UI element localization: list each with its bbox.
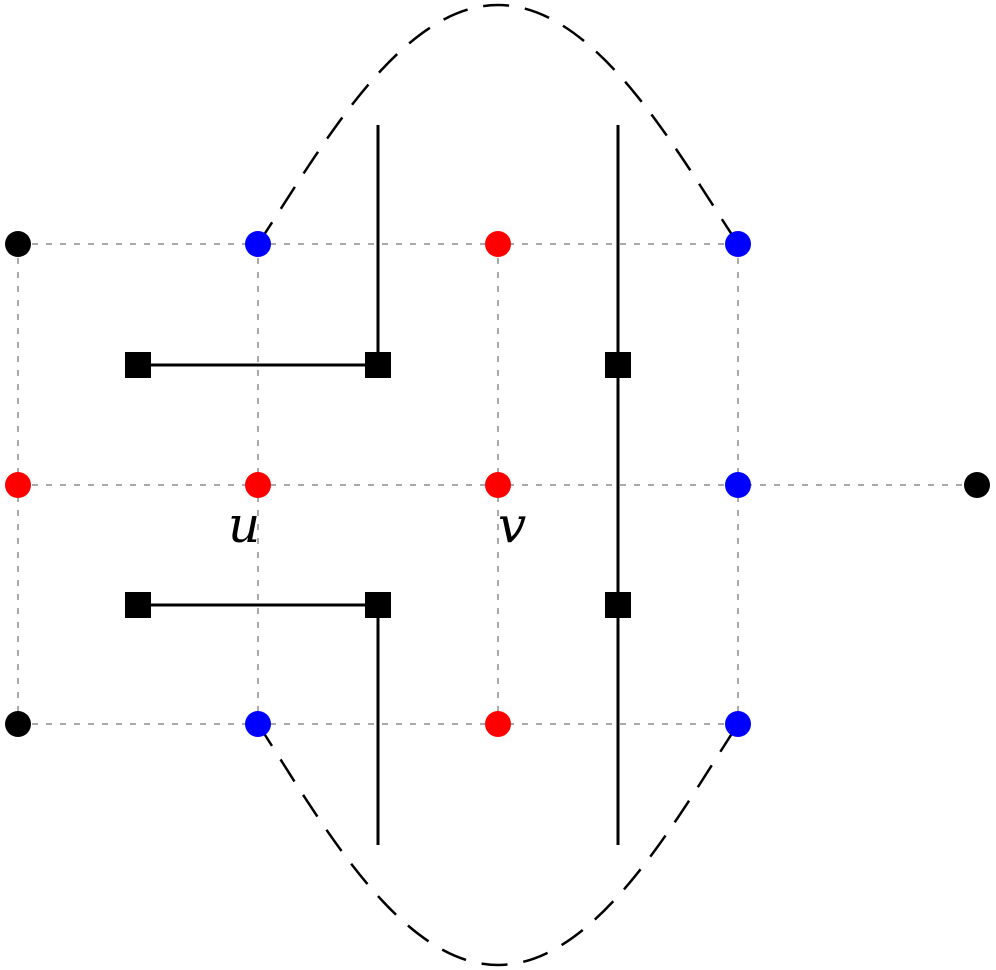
vertex-b-top-left	[5, 231, 31, 257]
square-marker	[125, 592, 151, 618]
vertex-blue-top-1	[245, 231, 271, 257]
square-marker	[605, 592, 631, 618]
vertices	[5, 231, 990, 737]
dashed-curve-bottom	[256, 723, 740, 967]
vertex-blue-mid	[725, 472, 751, 498]
square-markers	[125, 352, 631, 618]
vertex-blue-bottom-1	[245, 711, 271, 737]
vertex-red-top	[485, 231, 511, 257]
square-marker	[125, 352, 151, 378]
square-marker	[365, 352, 391, 378]
vertex-red-mid-left	[5, 472, 31, 498]
vertex-b-bottom-left	[5, 711, 31, 737]
square-marker	[605, 352, 631, 378]
solid-walls	[138, 125, 620, 845]
vertex-u	[245, 472, 271, 498]
square-marker	[365, 592, 391, 618]
vertex-v	[485, 472, 511, 498]
vertex-red-bottom	[485, 711, 511, 737]
vertex-blue-top-2	[725, 231, 751, 257]
dashed-curve-top	[256, 3, 740, 245]
vertex-label-u: u	[228, 496, 261, 554]
vertex-blue-bottom-2	[725, 711, 751, 737]
vertex-label-v: v	[498, 496, 527, 554]
vertex-b-mid-right	[964, 472, 990, 498]
